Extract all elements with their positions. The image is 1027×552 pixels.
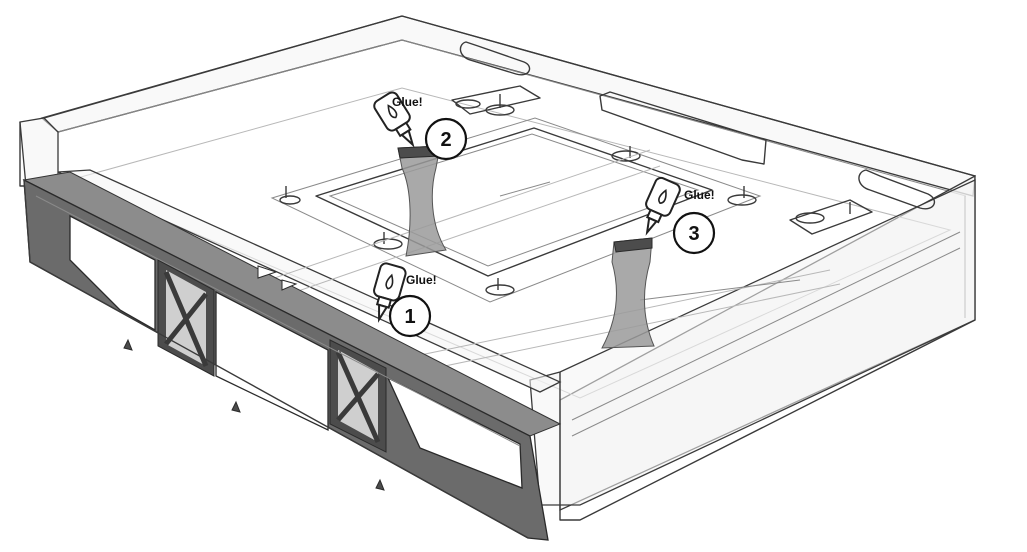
- support-post-3: [601, 237, 655, 349]
- glue-label-2: Glue!: [392, 95, 423, 109]
- step-number: 1: [404, 306, 415, 328]
- step-callout-1: 1: [388, 294, 432, 338]
- transparent-tray: [19, 15, 976, 521]
- glue-label-3: Glue!: [684, 188, 715, 202]
- front-frame: [22, 171, 562, 541]
- step-number: 2: [440, 129, 451, 151]
- glue-label-1: Glue!: [406, 273, 437, 287]
- handle-slots: [459, 41, 936, 210]
- glue-bottle-icon: [373, 262, 407, 323]
- step-callout-3: 3: [672, 211, 716, 255]
- step-number: 3: [688, 223, 699, 245]
- step-callout-2: 2: [424, 117, 468, 161]
- glue-bottle-icon: [645, 176, 681, 236]
- glue-bottle-icon: [373, 91, 415, 148]
- support-post-2: [397, 145, 447, 257]
